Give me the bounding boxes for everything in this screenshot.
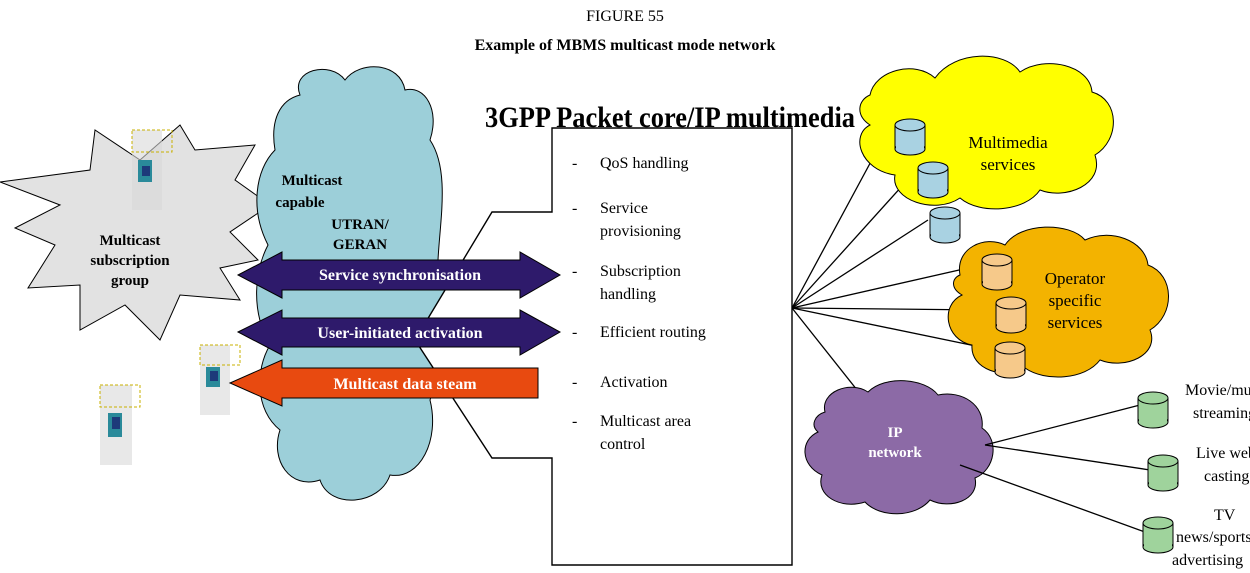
- subscription-group-label-1: Multicast: [100, 233, 161, 249]
- core-function-list: - QoS handling - Service provisioning - …: [572, 155, 706, 453]
- database-icon: [995, 296, 1027, 334]
- operator-services-label-3: services: [1048, 313, 1103, 332]
- core-item-qos: QoS handling: [600, 155, 688, 172]
- database-icon: [1137, 391, 1169, 429]
- operator-services-label-2: specific: [1049, 291, 1102, 310]
- user-initiated-activation-label: User-initiated activation: [317, 325, 482, 342]
- core-item-area-2: control: [600, 436, 646, 453]
- figure-number: FIGURE 55: [586, 8, 664, 25]
- multimedia-services-label-1: Multimedia: [968, 133, 1048, 152]
- list-bullet: -: [572, 413, 577, 430]
- service-synchronisation-label: Service synchronisation: [319, 267, 481, 284]
- core-item-service-2: provisioning: [600, 223, 681, 240]
- ip-network-label-2: network: [868, 445, 922, 461]
- mobile-phone-icon: [131, 129, 173, 210]
- database-icon: [994, 341, 1026, 379]
- list-bullet: -: [572, 324, 577, 341]
- figure-title: Example of MBMS multicast mode network: [474, 37, 776, 54]
- ran-cloud-label-3: UTRAN/: [331, 217, 389, 233]
- service-synchronisation-arrow: [236, 251, 562, 299]
- list-bullet: -: [572, 374, 577, 391]
- ip-service-movie-2: streaming: [1193, 405, 1250, 422]
- ip-service-tv-1: TV: [1214, 507, 1236, 524]
- database-icon: [929, 206, 961, 244]
- ran-cloud-label-1: Multicast: [282, 173, 343, 189]
- core-connections: [791, 129, 996, 401]
- ran-cloud-label-2: capable: [275, 195, 325, 211]
- mobile-phone-icon: [99, 384, 141, 465]
- ip-service-tv-3: advertising: [1172, 552, 1243, 569]
- multicast-data-stream-label: Multicast data steam: [333, 376, 477, 393]
- list-bullet: -: [572, 263, 577, 280]
- database-icon: [1142, 516, 1174, 554]
- subscription-group-label-3: group: [111, 273, 149, 289]
- core-item-subscription-1: Subscription: [600, 263, 681, 280]
- user-initiated-activation-arrow: [236, 309, 562, 356]
- database-icon: [1147, 454, 1179, 492]
- operator-services-label-1: Operator: [1045, 269, 1106, 288]
- mobile-phone-icon: [199, 344, 241, 415]
- database-icon: [981, 253, 1013, 291]
- ip-service-tv-2: news/sports: [1176, 529, 1250, 546]
- multimedia-services-label-2: services: [981, 155, 1036, 174]
- ip-service-live-2: casting: [1204, 468, 1249, 485]
- subscription-group-label-2: subscription: [90, 253, 170, 269]
- database-icon: [894, 118, 926, 156]
- list-bullet: -: [572, 200, 577, 217]
- multicast-data-stream-arrow: [228, 359, 539, 407]
- ip-network-cloud: [804, 380, 994, 515]
- core-item-area-1: Multicast area: [600, 413, 691, 430]
- packet-core-title: 3GPP Packet core/IP multimedia: [485, 101, 855, 134]
- database-icon: [917, 161, 949, 199]
- ran-cloud-label-4: GERAN: [333, 237, 387, 253]
- packet-core-box: [414, 127, 793, 566]
- list-bullet: -: [572, 155, 577, 172]
- ip-network-connections: [959, 404, 1151, 533]
- core-item-subscription-2: handling: [600, 286, 656, 303]
- ip-network-label-1: IP: [888, 425, 903, 441]
- ip-service-live-1: Live web: [1196, 445, 1250, 462]
- core-item-routing: Efficient routing: [600, 324, 706, 341]
- core-item-service-1: Service: [600, 200, 648, 217]
- ip-service-movie-1: Movie/music: [1185, 382, 1250, 399]
- core-item-activation: Activation: [600, 374, 668, 391]
- subscription-group-star: [0, 124, 271, 341]
